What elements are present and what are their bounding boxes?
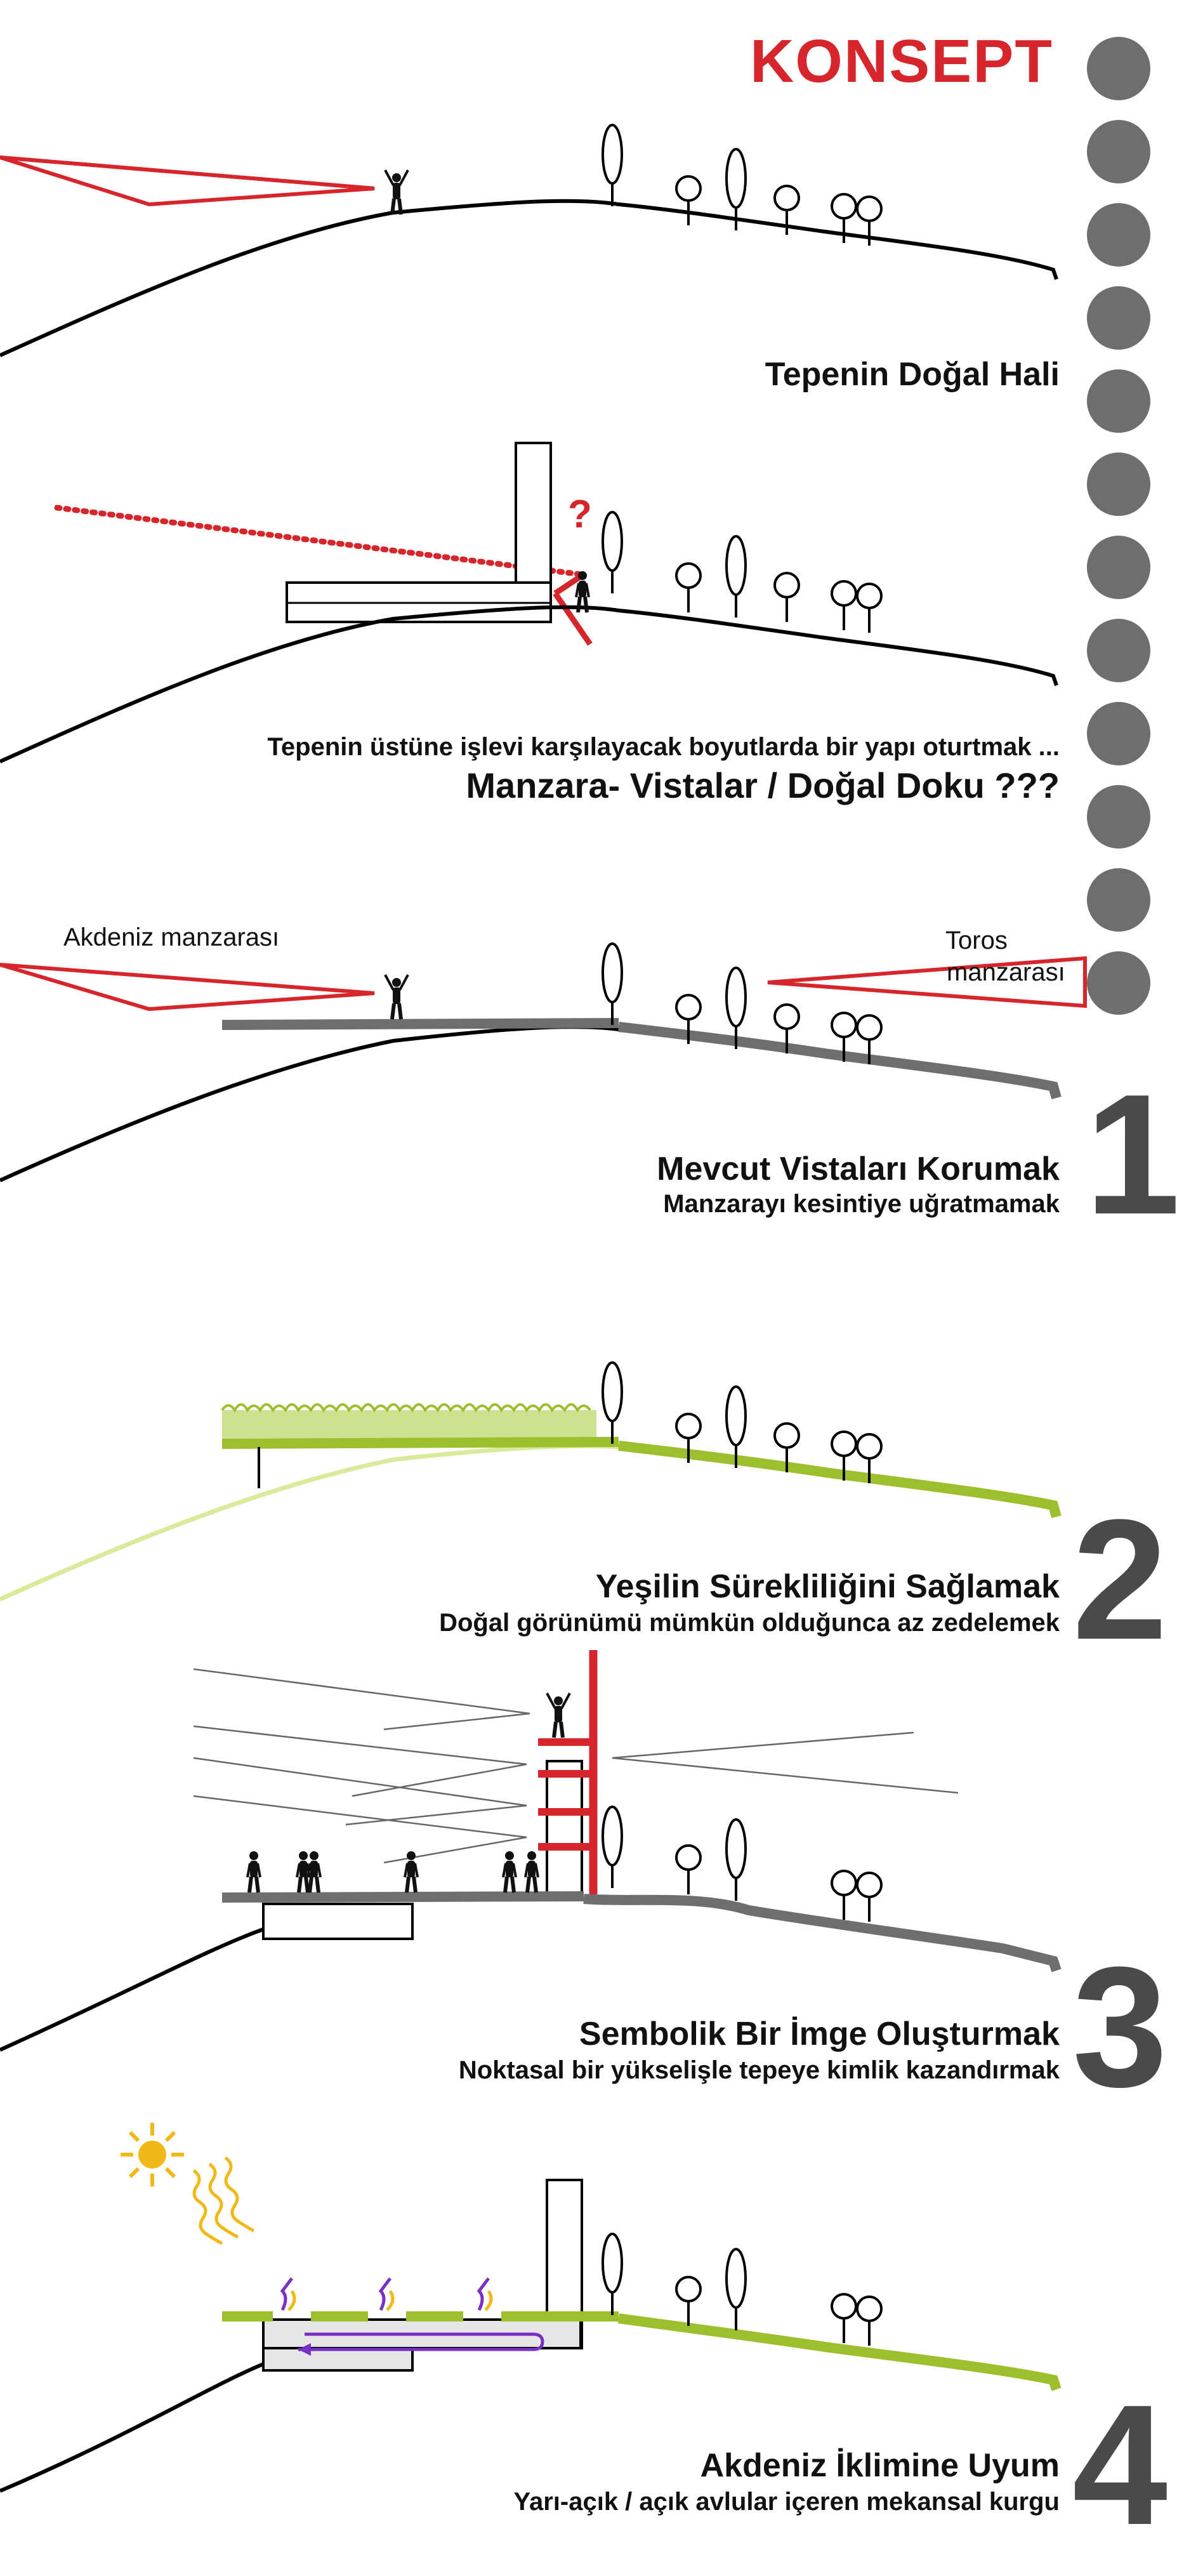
- grey-dot: [1087, 452, 1150, 516]
- lower-slab: [262, 1903, 414, 1940]
- section-4-subtitle: Yarı-açık / açık avlular içeren mekansal…: [513, 2488, 1060, 2516]
- question-mark: ?: [568, 492, 592, 536]
- platform-grey: [221, 1891, 584, 1903]
- building-caption-line2: Manzara- Vistalar / Doğal Doku ???: [466, 765, 1060, 805]
- section-1-number: 1: [1085, 1059, 1177, 1250]
- grey-dot: [1087, 619, 1150, 682]
- grey-dot: [1087, 868, 1150, 932]
- label-taurus-view-2: manzarası: [947, 958, 1065, 986]
- hill-profile: [0, 605, 1058, 763]
- section-1-diagram: [0, 944, 1087, 1182]
- grey-dot: [1087, 37, 1150, 100]
- natural-state-diagram: [0, 125, 1058, 357]
- section-3-diagram: [0, 1650, 1062, 2052]
- grey-dot: [1087, 120, 1150, 183]
- lower-slab: [262, 2347, 414, 2372]
- left-view-cone: [0, 963, 375, 1012]
- section-4-number: 4: [1072, 2370, 1168, 2561]
- ground-green: [617, 2313, 1062, 2391]
- platform-grey: [221, 1018, 619, 1030]
- green-roof-vegetation: [222, 1410, 596, 1442]
- section-3-title: Sembolik Bir İmge Oluşturmak: [579, 2016, 1060, 2052]
- section-2-subtitle: Doğal görünümü mümkün olduğunca az zedel…: [439, 1609, 1060, 1637]
- label-taurus-view-1: Toros: [945, 927, 1008, 954]
- dot-column: [1087, 37, 1150, 1034]
- section-2-number: 2: [1072, 1484, 1168, 1675]
- section-1-subtitle: Manzarayı kesintiye uğratmamak: [663, 1190, 1060, 1218]
- section-1-title: Mevcut Vistaları Korumak: [657, 1151, 1060, 1187]
- view-cone-red: [0, 155, 375, 207]
- grey-dot: [1087, 702, 1150, 765]
- section-2-diagram: [0, 1363, 1062, 1602]
- grey-dot: [1087, 536, 1150, 599]
- building-caption-line1: Tepenin üstüne işlevi karşılayacak boyut…: [267, 733, 1060, 761]
- hill-profile: [0, 2362, 265, 2493]
- ground-green: [618, 1441, 1062, 1519]
- section-4-diagram: [0, 2123, 1062, 2493]
- grey-dot: [1087, 785, 1150, 849]
- hill-profile: [0, 199, 1058, 357]
- building-diagram: [0, 442, 1058, 763]
- section-3-number: 3: [1072, 1932, 1168, 2123]
- view-dotted-red: [54, 505, 584, 578]
- grey-dot: [1087, 203, 1150, 267]
- ventilation-arrows: [280, 2277, 493, 2311]
- grey-dot: [1087, 286, 1150, 350]
- mast-frame: [546, 1760, 583, 1896]
- hill-profile: [0, 1927, 264, 2052]
- ground-grey: [618, 1022, 1062, 1100]
- view-lines-grey: [193, 1668, 959, 1864]
- right-view-cone: [767, 956, 1087, 1008]
- section-4-title: Akdeniz İklimine Uyum: [700, 2447, 1060, 2484]
- ground-grey: [583, 1894, 1062, 1972]
- tower-block: [515, 442, 552, 584]
- sun-icon: [121, 2123, 184, 2186]
- section-2-title: Yeşilin Sürekliliğini Sağlamak: [595, 1568, 1060, 1605]
- grey-dot: [1087, 951, 1150, 1015]
- grey-dot: [1087, 369, 1150, 433]
- air-flow-arrow: [298, 2332, 544, 2351]
- page-title: KONSEPT: [749, 27, 1053, 95]
- label-mediterranean-view: Akdeniz manzarası: [63, 923, 280, 951]
- green-roof-line: [221, 1437, 619, 1449]
- natural-state-caption: Tepenin Doğal Hali: [765, 356, 1060, 393]
- section-3-subtitle: Noktasal bir yükselişle tepeye kimlik ka…: [458, 2056, 1060, 2084]
- sun-rays-wavy: [192, 2156, 255, 2245]
